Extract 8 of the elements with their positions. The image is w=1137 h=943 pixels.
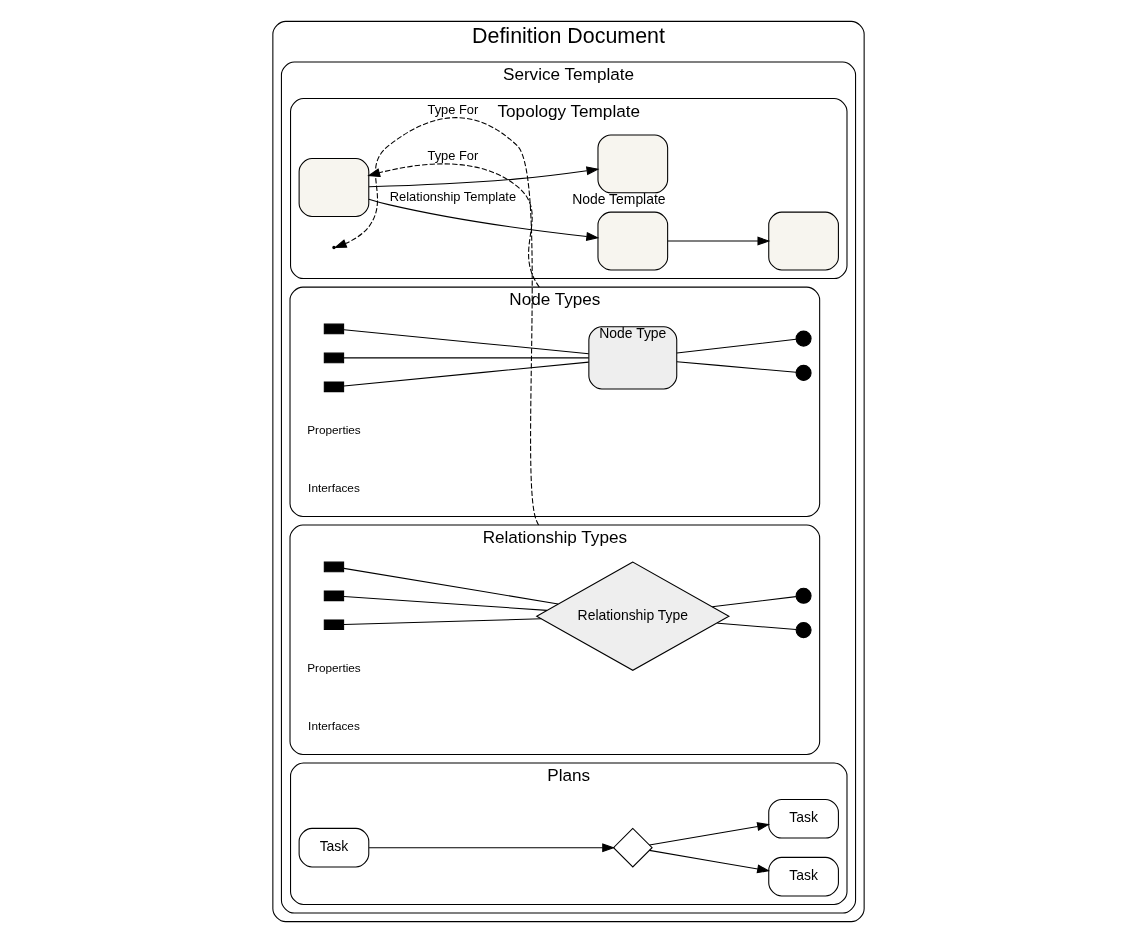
node-label: Node Template [572,190,666,207]
label: Properties [307,422,361,436]
edge-label: Type For [427,148,479,164]
edge-label: Relationship Template [389,188,517,204]
edge-label: Type For [427,102,479,118]
label: Interfaces [308,480,360,494]
label: Properties [307,660,361,674]
label: Interfaces [308,718,360,732]
